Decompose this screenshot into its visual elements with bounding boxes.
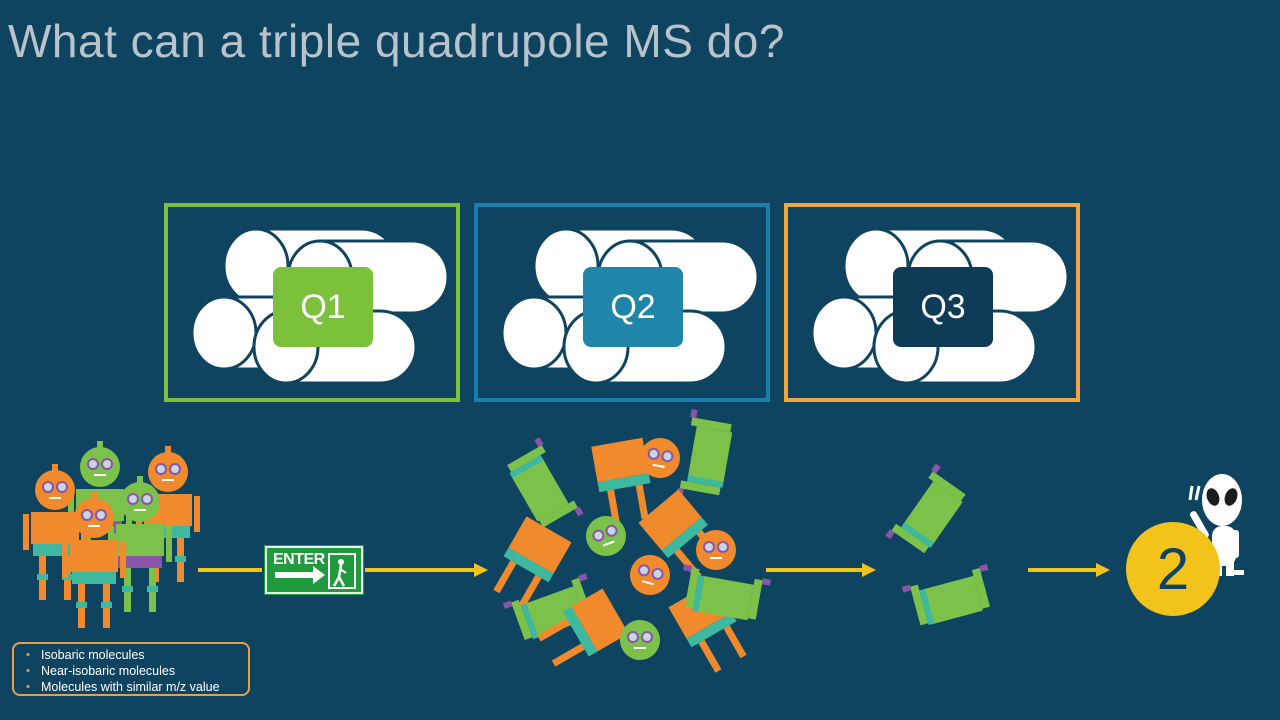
legend-item: •Molecules with similar m/z value xyxy=(26,680,220,694)
robot-crowd-icon xyxy=(22,440,201,629)
enter-exit-sign-icon: ENTER xyxy=(264,545,364,595)
robot-pair-icon xyxy=(885,463,999,630)
result-count-badge: 2 xyxy=(1126,522,1220,616)
result-count-value: 2 xyxy=(1156,536,1190,602)
legend-item: •Isobaric molecules xyxy=(26,648,145,662)
flow-arrows xyxy=(198,563,1110,577)
enter-arrow-icon xyxy=(275,553,356,589)
bullet-icon: • xyxy=(26,665,30,677)
robot-pile-icon xyxy=(486,409,771,677)
legend-item: •Near-isobaric molecules xyxy=(26,664,176,678)
q2-label: Q2 xyxy=(583,267,683,347)
bullet-icon: • xyxy=(26,649,30,661)
quadrupole-q1: Q1 xyxy=(164,203,460,402)
quadrupole-q2: Q2 xyxy=(474,203,770,402)
bullet-icon: • xyxy=(26,681,30,693)
q3-label: Q3 xyxy=(893,267,993,347)
q1-label: Q1 xyxy=(273,267,373,347)
quadrupole-q3: Q3 xyxy=(784,203,1080,402)
molecule-legend: •Isobaric molecules •Near-isobaric molec… xyxy=(12,642,250,696)
slide-title: What can a triple quadrupole MS do? xyxy=(8,15,785,67)
alien-icon xyxy=(1188,474,1244,576)
enter-sign-text: ENTER xyxy=(273,551,325,568)
